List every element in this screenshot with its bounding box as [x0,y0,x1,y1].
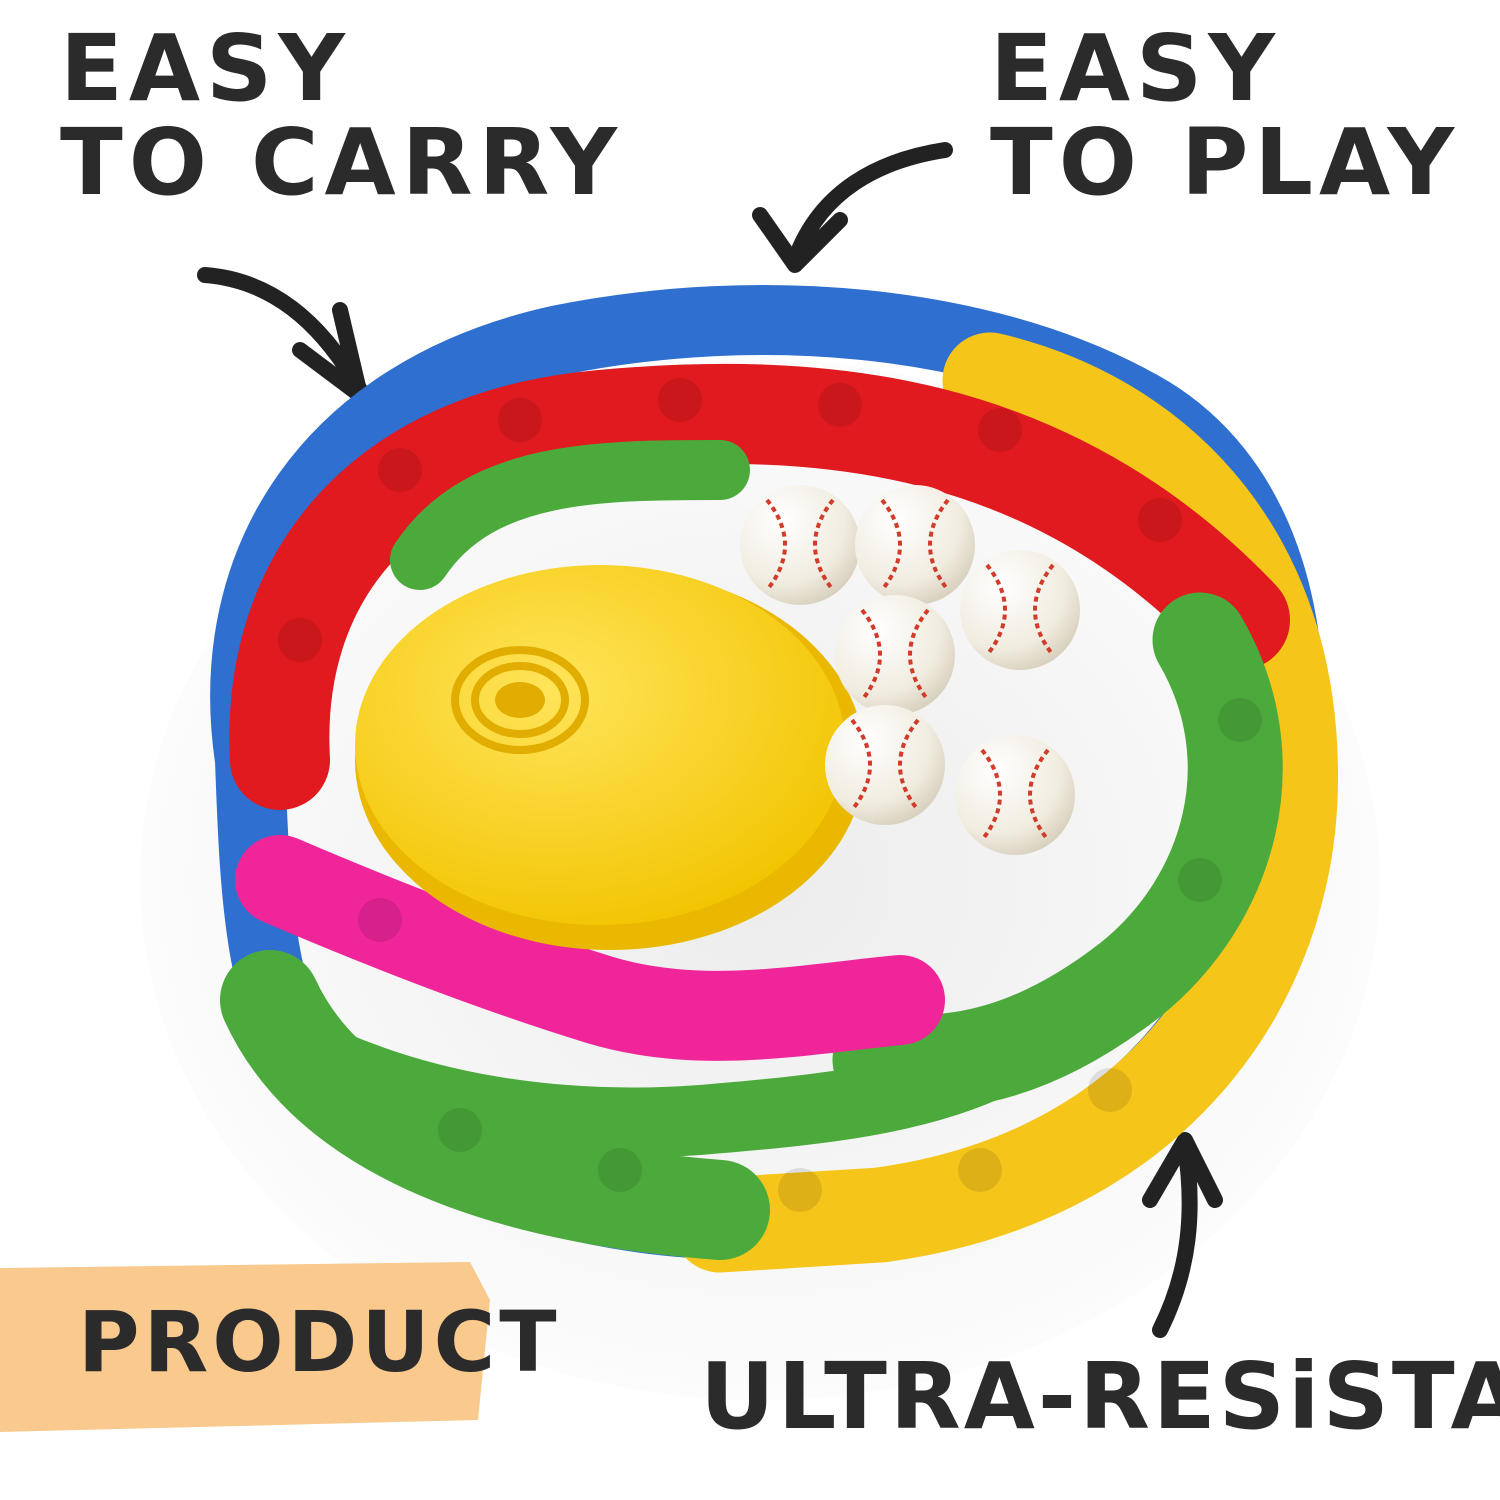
stretch-band-red [229,363,1290,810]
product-badge-text: PRODUCT [78,1293,561,1391]
baseball-stitch [985,563,1007,657]
easy-to-play-line1: EASY [990,15,1281,122]
stretch-band-green-top [390,440,750,590]
baseball-stitch [1028,748,1050,842]
baseball-stitch [765,498,787,592]
baseball-stitch [908,608,930,702]
fabric-texture [278,378,1262,1212]
arrow-easy-to-play-head [752,207,848,273]
ultra-resistant-label: ULTRA-RESiSTANT [700,1343,1500,1450]
arrow-easy-to-carry [197,267,368,398]
baseball [955,735,1075,855]
easy-to-carry-line1: EASY [60,15,351,122]
baseball-stitch [850,718,872,812]
baseball-stitch [928,498,950,592]
arrow-ultra-resistant-head [1142,1132,1223,1208]
baseball-stitch [1033,563,1055,657]
baseball-stitch [898,718,920,812]
baseball-stitch [880,498,902,592]
stretch-band-pink [235,835,945,1061]
baseball [835,595,955,715]
stretch-bands [210,285,1338,1273]
baseball-stitch [813,498,835,592]
baseball [825,705,945,825]
easy-to-play-label: EASY TO PLAY [990,22,1460,210]
baseball [960,550,1080,670]
easy-to-carry-label: EASY TO CARRY [60,22,623,210]
easy-to-carry-line2: TO CARRY [60,108,623,216]
easy-to-play-line2: TO PLAY [990,108,1461,216]
arrow-ultra-resistant [1152,1137,1198,1338]
baseball-stitch [980,748,1002,842]
arrow-easy-to-play [787,142,953,268]
baseball [855,485,975,605]
product-badge-brush [0,1262,490,1432]
baseball-stitch [860,608,882,702]
stretch-band-yellow [672,332,1338,1273]
yellow-cones [355,565,865,950]
baseball-balls [740,485,1080,855]
baseball [740,485,860,605]
stretch-band-green-bottom [265,1015,1035,1158]
